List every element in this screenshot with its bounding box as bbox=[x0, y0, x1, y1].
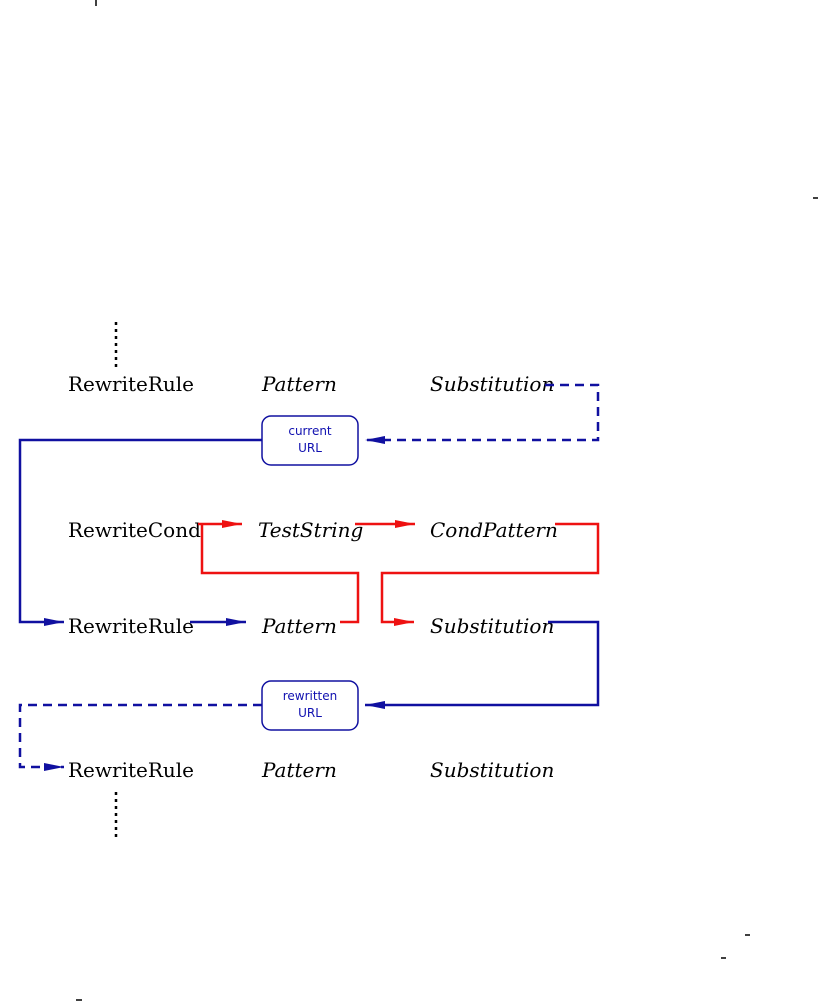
current-url-line1: current bbox=[288, 424, 332, 438]
row4-substitution: Substitution bbox=[430, 758, 554, 782]
row2-teststring: TestString bbox=[258, 518, 363, 542]
rewritten-url-line1: rewritten bbox=[283, 689, 338, 703]
row3-directive: RewriteRule bbox=[68, 614, 194, 638]
red-loop-condpattern-to-substitution bbox=[380, 522, 600, 626]
arrow-substitution-to-rewritten-url bbox=[365, 620, 600, 709]
row1-pattern: Pattern bbox=[261, 372, 337, 396]
red-loop-pattern-to-rewritecond bbox=[200, 524, 360, 624]
current-url-line2: URL bbox=[298, 441, 322, 455]
current-url-box: current URL bbox=[261, 415, 359, 466]
dashed-arrow-rewritten-url-to-rewriterule bbox=[18, 703, 262, 771]
arrow-current-url-to-rewriterule bbox=[18, 438, 262, 626]
row1-directive: RewriteRule bbox=[68, 372, 194, 396]
row2-condpattern: CondPattern bbox=[430, 518, 558, 542]
row2-directive: RewriteCond bbox=[68, 518, 201, 542]
row1-substitution: Substitution bbox=[430, 372, 554, 396]
row4-pattern: Pattern bbox=[261, 758, 337, 782]
rewritten-url-line2: URL bbox=[298, 706, 322, 720]
dashed-arrow-substitution-to-current-url bbox=[365, 383, 600, 444]
row3-substitution: Substitution bbox=[430, 614, 554, 638]
rewritten-url-box: rewritten URL bbox=[261, 680, 359, 731]
row4-directive: RewriteRule bbox=[68, 758, 194, 782]
row3-pattern: Pattern bbox=[261, 614, 337, 638]
